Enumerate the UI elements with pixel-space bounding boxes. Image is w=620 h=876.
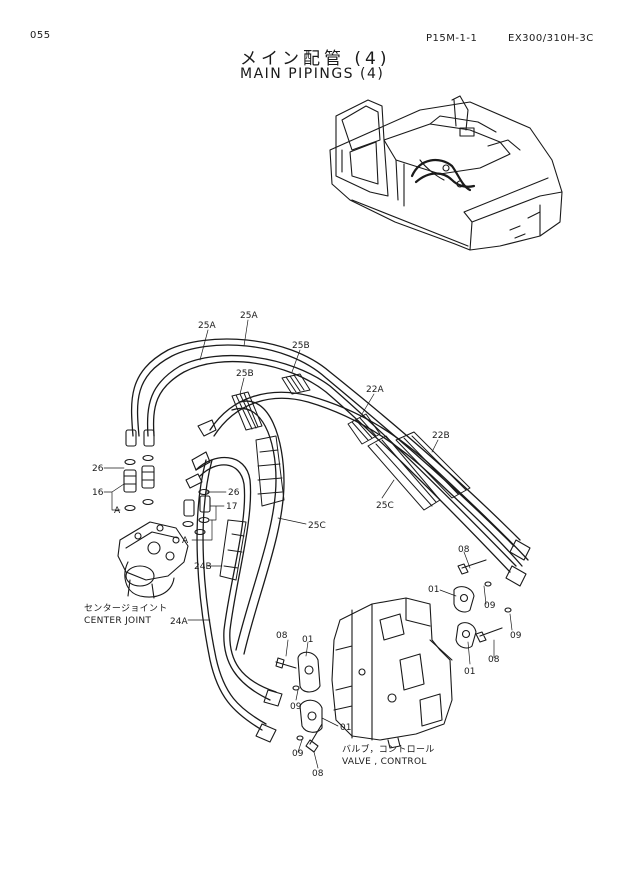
protector-22a xyxy=(347,413,381,445)
callout-17: 17 xyxy=(226,502,237,512)
callout-08: 08 xyxy=(312,769,324,779)
hose-25a-inner xyxy=(146,355,517,567)
callout-16: 16 xyxy=(92,488,104,498)
callout-08: 08 xyxy=(458,545,470,555)
hose-24a xyxy=(196,459,263,731)
protector-25c-mid xyxy=(367,435,441,511)
callout-08: 08 xyxy=(488,655,500,665)
callout-08: 08 xyxy=(276,631,288,641)
protector-25c-left xyxy=(255,435,285,507)
callout-25b: 25B xyxy=(292,341,310,351)
callout-25c: 25C xyxy=(308,521,326,531)
callout-25b: 25B xyxy=(236,369,254,379)
callout-25c: 25C xyxy=(376,501,394,511)
leader-lines xyxy=(103,319,513,769)
page-number: 055 xyxy=(30,30,51,41)
bolts-orings xyxy=(275,559,512,753)
center-joint-label-en: CENTER JOINT xyxy=(84,616,152,626)
callout-26: 26 xyxy=(92,464,104,474)
callout-22b: 22B xyxy=(432,431,450,441)
callout-26: 26 xyxy=(228,488,240,498)
valve-flanges xyxy=(297,586,477,733)
hose-25a-outer-b xyxy=(136,344,515,547)
callout-a: A xyxy=(114,506,121,516)
callout-09: 09 xyxy=(484,601,496,611)
callout-09: 09 xyxy=(292,749,304,759)
hose-25a-inner-b xyxy=(152,361,511,573)
callout-09: 09 xyxy=(290,702,302,712)
callout-24b: 24B xyxy=(194,562,212,572)
protector-22b xyxy=(395,431,471,499)
center-joint-fittings xyxy=(123,419,217,536)
callout-25a: 25A xyxy=(240,311,258,321)
hose-22a xyxy=(209,391,529,561)
control-valve xyxy=(331,597,453,749)
control-valve-label-jp: バルブ，コントロール xyxy=(342,745,435,755)
center-joint xyxy=(117,521,189,599)
page-title-en: MAIN PIPINGS (4) xyxy=(240,66,385,82)
callout-01: 01 xyxy=(428,585,439,595)
hose-24a-b xyxy=(202,459,267,725)
hose-24b-b xyxy=(199,464,271,701)
hose-25a-outer xyxy=(130,338,521,541)
callout-22a: 22A xyxy=(366,385,384,395)
callout-01: 01 xyxy=(302,635,313,645)
page-title-jp: メイン配管 (4) xyxy=(240,49,391,69)
callout-09: 09 xyxy=(510,631,522,641)
protector-24b xyxy=(219,519,247,581)
center-joint-label-jp: センタージョイント xyxy=(84,604,168,614)
hose-25c xyxy=(231,407,277,651)
hose-end-fittings xyxy=(255,539,531,743)
callout-a: A xyxy=(182,536,189,546)
callout-01: 01 xyxy=(340,723,351,733)
protector-25b-lower xyxy=(231,391,263,431)
control-valve-label-en: VALVE , CONTROL xyxy=(342,757,427,767)
callout-labels: 25A 25A 25B 25B 22A 22B 25C 25C 26 26 16… xyxy=(92,311,522,779)
part-code: P15M-1-1 xyxy=(426,33,478,44)
hose-25c-b xyxy=(239,400,285,655)
model-code: EX300/310H-3C xyxy=(508,33,594,44)
callout-25a: 25A xyxy=(198,321,216,331)
callout-01: 01 xyxy=(464,667,475,677)
hose-protectors xyxy=(219,373,471,581)
callout-24a: 24A xyxy=(170,617,188,627)
protector-25b-upper xyxy=(281,373,311,395)
excavator-overview-illustration xyxy=(329,95,563,251)
hose-24b xyxy=(195,457,277,693)
